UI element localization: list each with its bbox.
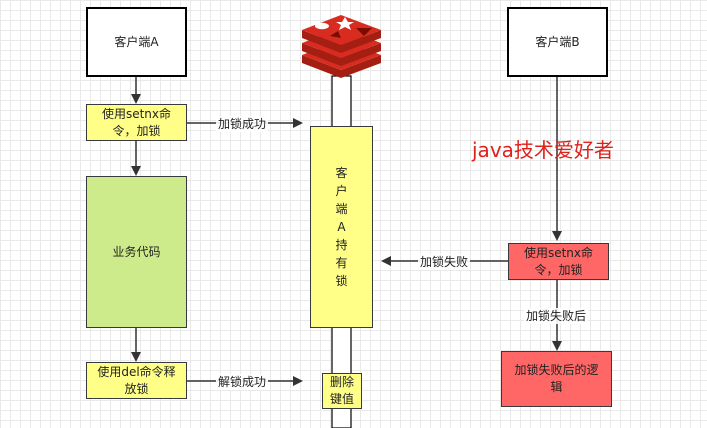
b-after-fail-logic-box: 加锁失败后的逻辑	[501, 351, 612, 407]
business-code-box: 业务代码	[86, 176, 187, 328]
delete-key-box: 删除键值	[322, 373, 362, 409]
lock-success-label: 加锁成功	[216, 116, 269, 132]
a-setnx-lock-box: 使用setnx命令，加锁	[86, 104, 187, 141]
client-a-holds-lock-box: 客 户 端 A 持 有 锁	[310, 126, 373, 328]
after-fail-label: 加锁失败后	[524, 308, 589, 324]
holder-char: 客	[335, 166, 348, 180]
redis-logo-icon	[302, 15, 381, 78]
client-a-box: 客户端A	[86, 7, 187, 77]
unlock-success-label: 解锁成功	[216, 374, 269, 390]
holder-char: 持	[335, 238, 348, 252]
holder-char: 锁	[335, 274, 348, 288]
lock-fail-label: 加锁失败	[418, 254, 471, 270]
holder-char: 有	[335, 256, 348, 270]
holder-char: A	[337, 220, 346, 234]
holder-char: 端	[335, 202, 348, 216]
a-del-release-box: 使用del命令释放锁	[86, 362, 187, 399]
client-b-box: 客户端B	[507, 7, 608, 77]
holder-char: 户	[335, 184, 348, 198]
b-setnx-lock-box: 使用setnx命令，加锁	[508, 243, 609, 280]
watermark-text: java技术爱好者	[472, 138, 614, 162]
